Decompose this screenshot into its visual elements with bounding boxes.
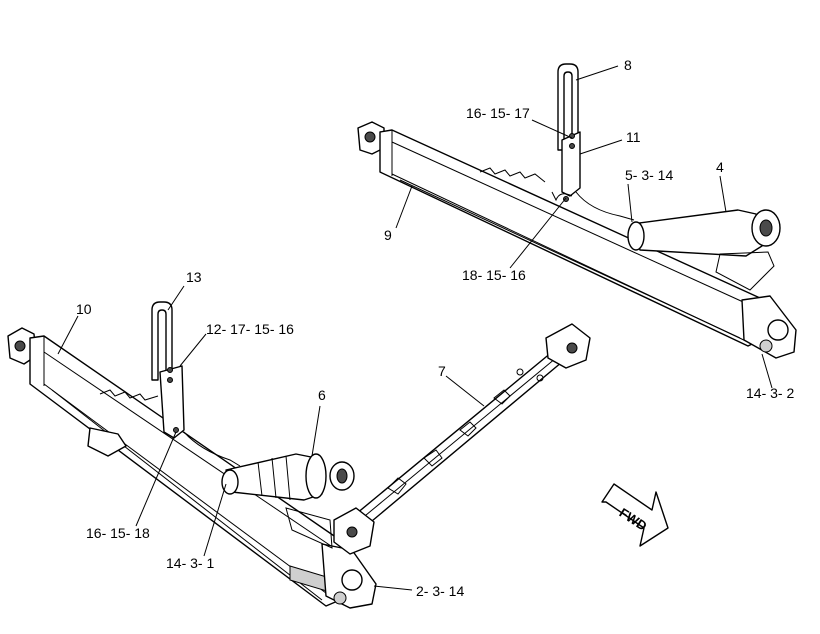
fwd-arrow: FWD bbox=[601, 483, 669, 547]
callout-18-15-16: 18- 15- 16 bbox=[462, 267, 526, 283]
callout-16-15-18: 16- 15- 18 bbox=[86, 525, 150, 541]
callout-14-3-1: 14- 3- 1 bbox=[166, 555, 214, 571]
lower-hose bbox=[183, 431, 241, 467]
lower-beam-bracket bbox=[87, 427, 127, 457]
callout-14-3-2: 14- 3- 2 bbox=[746, 385, 794, 401]
leader-lines bbox=[57, 65, 773, 591]
lower-fastener bbox=[173, 427, 179, 433]
upper-clevis-pin bbox=[767, 319, 789, 341]
upper-actuator-rod-end bbox=[627, 221, 645, 251]
upper-bracket bbox=[561, 131, 581, 197]
lower-beam-assembly bbox=[7, 301, 377, 609]
callout-9: 9 bbox=[384, 227, 392, 243]
lower-actuator-flange bbox=[305, 453, 327, 499]
upper-end-bolt bbox=[364, 131, 376, 143]
callout-7: 7 bbox=[438, 363, 446, 379]
lower-actuator-rod-end bbox=[221, 469, 239, 495]
lower-actuator-eye-bore bbox=[336, 468, 348, 484]
lower-bracket bbox=[159, 365, 185, 439]
upper-beam-assembly bbox=[357, 63, 797, 359]
torque-tube-assembly bbox=[333, 323, 591, 555]
callout-11: 11 bbox=[626, 129, 641, 145]
upper-actuator-bracket bbox=[715, 251, 775, 291]
callout-10: 10 bbox=[76, 301, 92, 317]
callout-8: 8 bbox=[624, 57, 632, 73]
upper-clevis-bolt bbox=[759, 339, 773, 353]
callout-6: 6 bbox=[318, 387, 326, 403]
callout-12-17-15-16: 12- 17- 15- 16 bbox=[206, 321, 294, 337]
lower-end-bolt bbox=[14, 340, 26, 352]
callout-2-3-14: 2- 3- 14 bbox=[416, 583, 464, 599]
callout-labels: 8 16- 15- 17 11 5- 3- 14 4 9 18- 15- 16 … bbox=[76, 57, 794, 599]
lower-clevis-bolt bbox=[333, 591, 347, 605]
upper-actuator bbox=[631, 209, 763, 257]
callout-5-3-14: 5- 3- 14 bbox=[625, 167, 673, 183]
callout-16-15-17: 16- 15- 17 bbox=[466, 105, 530, 121]
callout-4: 4 bbox=[716, 159, 724, 175]
callout-13: 13 bbox=[186, 269, 202, 285]
lower-clevis-pin bbox=[341, 569, 363, 591]
upper-hose bbox=[575, 191, 635, 221]
fwd-arrow-shape bbox=[601, 483, 669, 547]
upper-actuator-eye-bore bbox=[759, 219, 773, 237]
